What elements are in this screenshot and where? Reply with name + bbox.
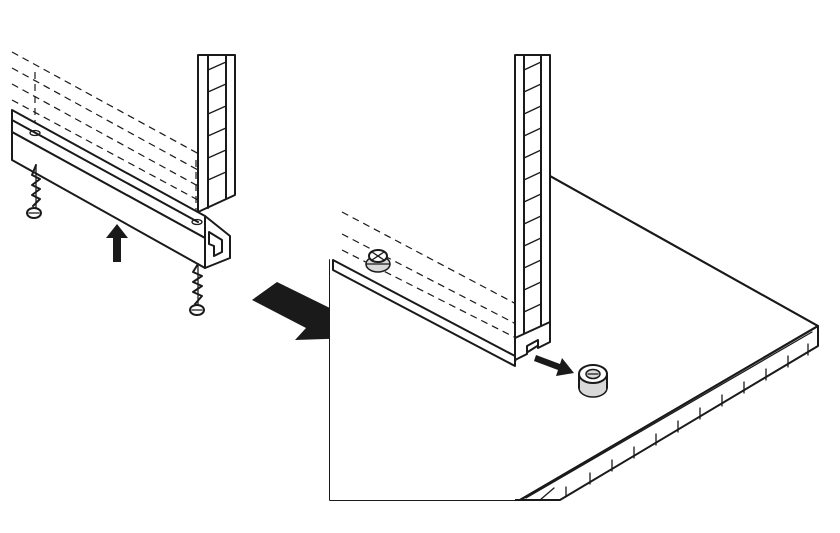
cam-connector-mounted [365, 249, 391, 273]
left-panel-cells [207, 61, 227, 181]
right-panel-cells [523, 61, 542, 313]
screw-left [26, 164, 42, 219]
left-dashed-panel-outline [11, 51, 211, 218]
left-vertical-panel [197, 54, 236, 213]
right-vertical-panel [514, 54, 551, 361]
left-assembly [11, 51, 236, 316]
left-u-channel-rail [11, 109, 231, 269]
screw-right [189, 263, 205, 316]
right-rail [332, 211, 521, 367]
right-assembly [329, 54, 819, 501]
small-arrow-icon [534, 355, 574, 376]
up-arrow-icon [106, 224, 128, 262]
base-panel-edge-cells [525, 331, 813, 501]
cam-connector-loose [578, 364, 608, 398]
